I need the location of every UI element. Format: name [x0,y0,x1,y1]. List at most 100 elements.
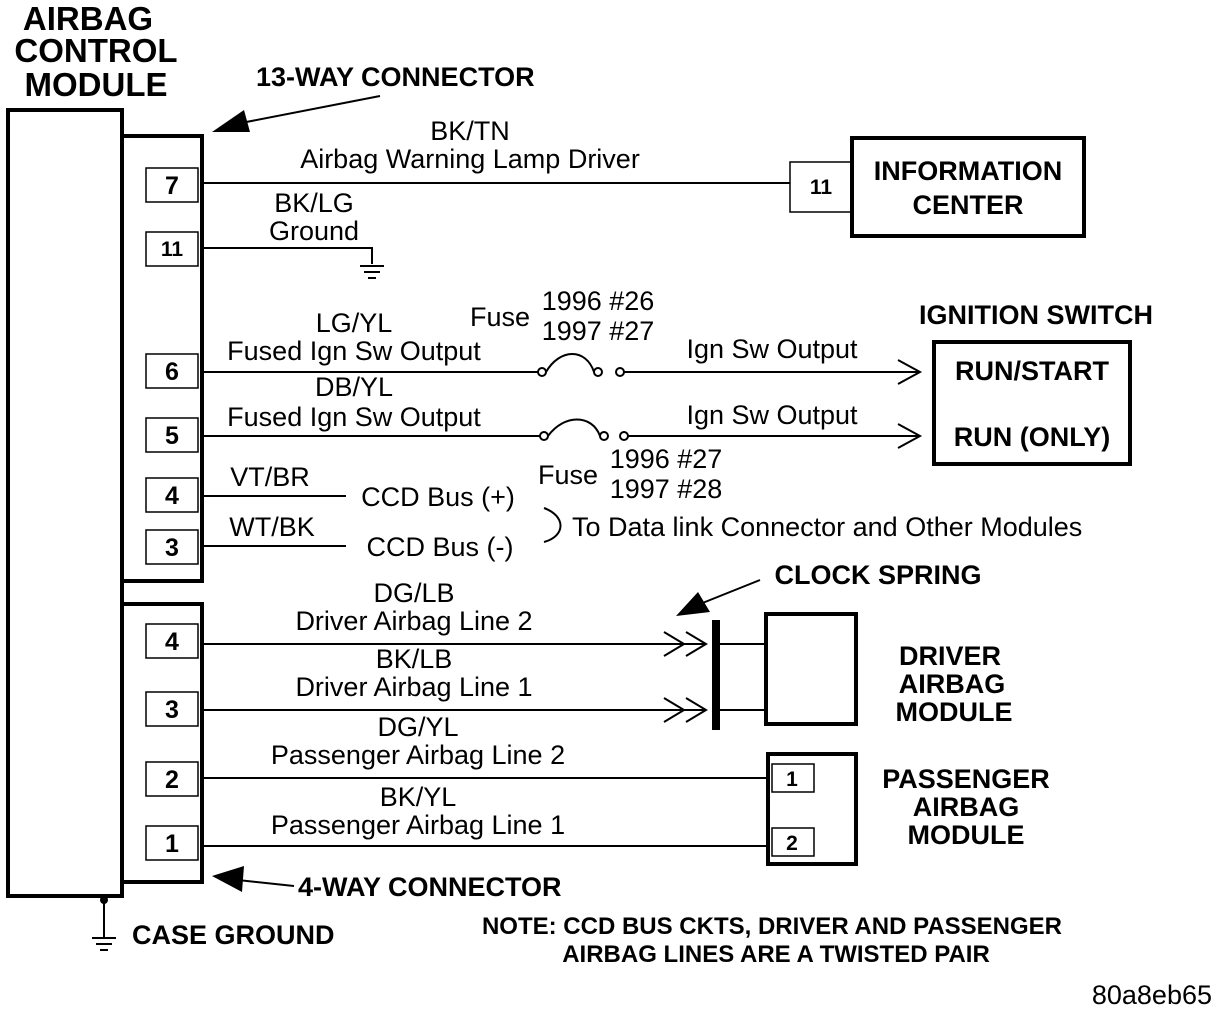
wire-bklg-desc: Ground [269,216,359,246]
wire-bklg [202,247,373,264]
connector-4way-arrow-line [237,879,295,887]
wire-bktn-desc: Airbag Warning Lamp Driver [300,144,640,174]
wire-lgyl-color: LG/YL [316,308,393,338]
fuse-a-label: Fuse [470,302,530,332]
connector-4way-arrowhead [212,866,244,892]
pin4-2-box [145,761,199,797]
pin13-11-label: 11 [161,238,184,261]
ccd-bus-minus: CCD Bus (-) [367,532,514,562]
clock-spring-bar [712,620,720,730]
info-center-line1: INFORMATION [874,156,1062,186]
fuse-a-symbol [545,353,595,373]
ign-output-b: Ign Sw Output [686,400,858,430]
wire-lgyl-desc: Fused Ign Sw Output [227,336,481,366]
note-line2: AIRBAG LINES ARE A TWISTED PAIR [562,941,990,968]
wire-dgyl-color: DG/YL [377,712,458,742]
driver-module-line2: AIRBAG [899,669,1006,699]
connector-4way-label: 4-WAY CONNECTOR [298,872,562,902]
pin4-3-label: 3 [165,696,179,724]
ignition-run-only: RUN (ONLY) [954,422,1111,452]
pin4-4-label: 4 [165,628,179,656]
wire-bklb-color: BK/LB [376,644,453,674]
ccd-bus-plus: CCD Bus (+) [361,482,515,512]
acm-title-line2: CONTROL [14,32,177,69]
driver-airbag-module-box [764,612,858,726]
wire-dbyl-color: DB/YL [315,372,393,402]
pin4-1-label: 1 [165,830,179,858]
fuse-b-terminal-right [619,431,629,441]
passenger-module-line3: MODULE [908,820,1025,850]
pin13-4-label: 4 [165,482,179,510]
clock-arrow-2b [685,697,708,723]
pin13-5-box [145,417,199,453]
acm-title-line1: AIRBAG [23,0,153,37]
pin13-6-box [145,353,199,389]
pin13-11-box [145,231,199,267]
pin13-6-label: 6 [165,358,179,386]
fuse-a-mid [593,367,603,377]
clock-arrow-1b [685,631,708,657]
fuse-a-terminal-left [537,367,547,377]
fuse-b-mid [599,431,609,441]
wire-vtbr-color: VT/BR [230,462,310,492]
pin4-4-box [145,623,199,659]
passenger-module-line2: AIRBAG [913,792,1020,822]
acm-title-line3: MODULE [25,66,168,103]
passenger-pin1-box [771,763,815,793]
passenger-module-line1: PASSENGER [882,764,1050,794]
fuse-b-symbol [547,418,601,437]
wire-bkyl-desc: Passenger Airbag Line 1 [271,810,565,840]
wire-bktn-color: BK/TN [430,116,510,146]
ignition-switch-title: IGNITION SWITCH [919,300,1153,330]
wire-bklb-desc: Driver Airbag Line 1 [295,672,532,702]
pin13-3-box [145,529,199,565]
pin4-3-box [145,691,199,727]
info-center-line2: CENTER [912,190,1023,220]
wire-dgyl-desc: Passenger Airbag Line 2 [271,740,565,770]
connector-13way-label: 13-WAY CONNECTOR [256,62,535,92]
ignition-switch-box [932,340,1132,466]
pin13-7-label: 7 [165,172,179,200]
ignition-run-start: RUN/START [955,356,1109,386]
wire-bklg-color: BK/LG [274,188,354,218]
data-link-text: To Data link Connector and Other Modules [572,512,1082,542]
wire-dbyl-desc: Fused Ign Sw Output [227,402,481,432]
case-ground-dot [100,896,108,904]
pin4-1-box [145,825,199,861]
clock-arrow-1a [663,631,686,657]
fuse-b-label: Fuse [538,460,598,490]
fuse-a-terminal-right [615,367,625,377]
clock-spring-label: CLOCK SPRING [774,560,981,590]
pin13-4-box [145,477,199,513]
wire-dglb-color: DG/LB [373,578,454,608]
wire-wtbk-color: WT/BK [229,512,315,542]
data-link-brace [543,507,562,543]
clock-arrow-2a [663,697,686,723]
fuse-b-year2: 1997 #28 [610,474,723,504]
pin13-5-label: 5 [165,422,179,450]
clock-spring-arrow-line [699,579,761,605]
pin13-3-label: 3 [165,534,179,562]
fuse-a-year2: 1997 #27 [542,316,655,346]
figure-id: 80a8eb65 [1092,980,1212,1010]
pin13-7-box [145,167,199,203]
information-center-box [850,136,1086,238]
info-center-pin: 11 [810,176,833,199]
driver-module-line1: DRIVER [899,641,1001,671]
note-line1: NOTE: CCD BUS CKTS, DRIVER AND PASSENGER [482,913,1062,940]
connector-13way-arrow-line [235,95,381,125]
ign-output-a: Ign Sw Output [686,334,858,364]
pin4-2-label: 2 [165,766,179,794]
fuse-b-year1: 1996 #27 [610,444,723,474]
ign-connector-arrow-a [897,359,923,385]
case-ground-label: CASE GROUND [132,920,335,950]
fuse-b-terminal-left [539,431,549,441]
passenger-pin2: 2 [786,832,798,855]
driver-module-line3: MODULE [896,697,1013,727]
passenger-pin1: 1 [786,768,798,791]
airbag-control-module-box [6,108,124,898]
wire-dglb-desc: Driver Airbag Line 2 [295,606,532,636]
passenger-pin2-box [771,827,815,857]
clock-spring-arrowhead [676,592,710,616]
